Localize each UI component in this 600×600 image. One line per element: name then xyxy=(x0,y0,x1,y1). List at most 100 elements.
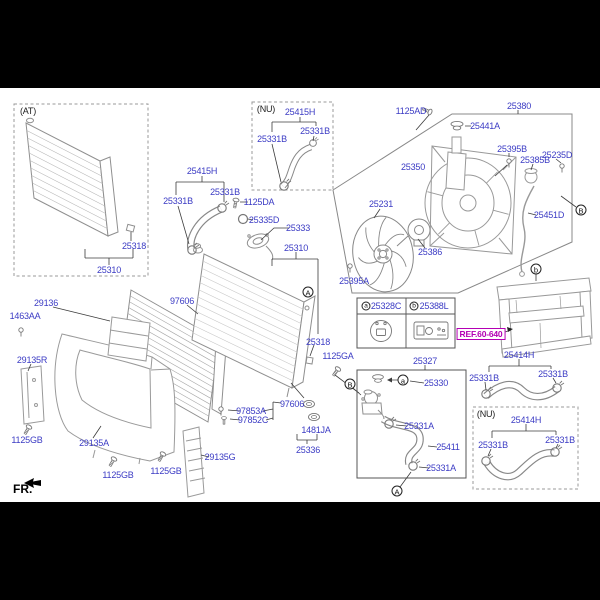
part-label-25333[interactable]: 25333 xyxy=(285,223,311,233)
part-label-25331b[interactable]: 25331B xyxy=(300,126,330,136)
fan-assembly-boundary xyxy=(332,113,573,294)
group-boxes xyxy=(13,101,579,490)
fr-label: FR. xyxy=(13,482,33,496)
part-label-1125ga[interactable]: 1125GA xyxy=(322,351,354,361)
part-label-97606[interactable]: 97606 xyxy=(169,296,195,306)
seal-29135r xyxy=(20,365,45,425)
legend-grid-lines xyxy=(357,298,455,348)
view-callout-B: B xyxy=(344,378,356,390)
part-label-25350[interactable]: 25350 xyxy=(400,162,426,172)
part-label-1481ja[interactable]: 1481JA xyxy=(301,425,331,435)
part-label-29136[interactable]: 29136 xyxy=(33,298,59,308)
part-label-25330[interactable]: 25330 xyxy=(423,378,449,388)
part-label-29135a[interactable]: 29135A xyxy=(79,438,109,448)
part-label-25331a[interactable]: 25331A xyxy=(426,463,456,473)
bracket-29136 xyxy=(107,316,151,362)
part-label-25331b[interactable]: 25331B xyxy=(538,369,568,379)
ref-label-ref60640[interactable]: REF.60-640 xyxy=(456,328,506,340)
fan-shroud-drawing xyxy=(420,105,565,277)
part-label-97853a[interactable]: 97853A xyxy=(236,406,266,416)
part-label-1125gb[interactable]: 1125GB xyxy=(102,470,134,480)
part-label-25318[interactable]: 25318 xyxy=(305,337,331,347)
view-callout-b: b xyxy=(530,263,542,275)
part-label-25395b[interactable]: 25395B xyxy=(497,144,527,154)
part-label-1125da[interactable]: 1125DA xyxy=(243,197,275,207)
part-label-1125gb[interactable]: 1125GB xyxy=(150,466,182,476)
part-label-25386[interactable]: 25386 xyxy=(417,247,443,257)
part-label-25310[interactable]: 25310 xyxy=(96,265,122,275)
part-label-25331a[interactable]: 25331A xyxy=(404,421,434,431)
part-label-25318[interactable]: 25318 xyxy=(121,241,147,251)
group-label-nu: (NU) xyxy=(476,409,496,419)
part-label-1463aa[interactable]: 1463AA xyxy=(9,311,41,321)
part-label-25331b[interactable]: 25331B xyxy=(545,435,575,445)
part-label-1125ad[interactable]: 1125AD xyxy=(395,106,427,116)
part-label-25451d[interactable]: 25451D xyxy=(533,210,565,220)
group-label-at: (AT) xyxy=(19,106,37,116)
view-callout-B: B xyxy=(575,204,587,216)
group-label-nu: (NU) xyxy=(256,104,276,114)
leader-lines xyxy=(27,110,577,488)
radiator-support-frame xyxy=(496,277,593,358)
part-label-97606[interactable]: 97606 xyxy=(279,399,305,409)
part-label-25331b[interactable]: 25331B xyxy=(163,196,193,206)
view-callout-a: a xyxy=(361,301,371,311)
water-inlet-fitting xyxy=(361,389,385,420)
part-label-25380[interactable]: 25380 xyxy=(506,101,532,111)
part-label-25327[interactable]: 25327 xyxy=(412,356,438,366)
part-label-25328c[interactable]: 25328C xyxy=(370,301,402,311)
overflow-hose xyxy=(520,185,535,273)
part-label-25411[interactable]: 25411 xyxy=(436,442,460,452)
a-callout-arrowhead xyxy=(387,377,392,383)
part-label-25331b[interactable]: 25331B xyxy=(210,187,240,197)
inlet-assembly-box xyxy=(356,369,467,479)
part-label-25395a[interactable]: 25395A xyxy=(339,276,369,286)
part-label-25335d[interactable]: 25335D xyxy=(248,215,280,225)
part-label-25336[interactable]: 25336 xyxy=(295,445,321,455)
part-label-25414h[interactable]: 25414H xyxy=(503,350,535,360)
part-label-1125gb[interactable]: 1125GB xyxy=(11,435,43,445)
hose-25411 xyxy=(381,416,423,465)
view-callout-A: A xyxy=(302,286,314,298)
hose-nu-upper xyxy=(281,144,312,188)
view-callout-b: b xyxy=(409,301,419,311)
radiator-at-drawing xyxy=(25,117,136,237)
part-label-97852c[interactable]: 97852C xyxy=(237,415,269,425)
part-label-25235d[interactable]: 25235D xyxy=(541,150,573,160)
fan-motor-drawing xyxy=(396,218,453,247)
legend-artwork xyxy=(370,320,449,342)
radiator-tank xyxy=(99,156,119,237)
air-guard-drawing xyxy=(18,316,206,498)
part-label-29135r[interactable]: 29135R xyxy=(16,355,48,365)
letterbox-top xyxy=(0,0,600,88)
part-label-25388l[interactable]: 25388L xyxy=(419,301,449,311)
view-callout-a: a xyxy=(397,374,409,386)
cooling-fan-drawing xyxy=(347,215,414,293)
radiator-main-drawing xyxy=(191,243,316,398)
ref-arrowhead xyxy=(507,327,513,332)
nu-bottom-group-box xyxy=(472,406,579,490)
part-label-25310[interactable]: 25310 xyxy=(283,243,309,253)
part-label-25231[interactable]: 25231 xyxy=(368,199,394,209)
hose-main-upper xyxy=(188,206,223,250)
part-label-25331b[interactable]: 25331B xyxy=(469,373,499,383)
part-label-25331b[interactable]: 25331B xyxy=(257,134,287,144)
part-label-25441a[interactable]: 25441A xyxy=(470,121,500,131)
part-label-25331b[interactable]: 25331B xyxy=(478,440,508,450)
view-callout-A: A xyxy=(391,485,403,497)
at-group-box xyxy=(13,103,149,277)
part-label-25415h[interactable]: 25415H xyxy=(186,166,218,176)
hoses xyxy=(186,143,560,481)
nu-top-group-box xyxy=(251,101,334,191)
hose-25414h-upper xyxy=(484,382,559,400)
part-label-29135g[interactable]: 29135G xyxy=(204,452,236,462)
part-label-25385b[interactable]: 25385B xyxy=(520,155,550,165)
letterbox-bottom xyxy=(0,502,600,600)
o-ring-25335d xyxy=(237,213,249,225)
part-label-25415h[interactable]: 25415H xyxy=(284,107,316,117)
hose-25414h-nu xyxy=(484,450,555,480)
part-label-25414h[interactable]: 25414H xyxy=(510,415,542,425)
